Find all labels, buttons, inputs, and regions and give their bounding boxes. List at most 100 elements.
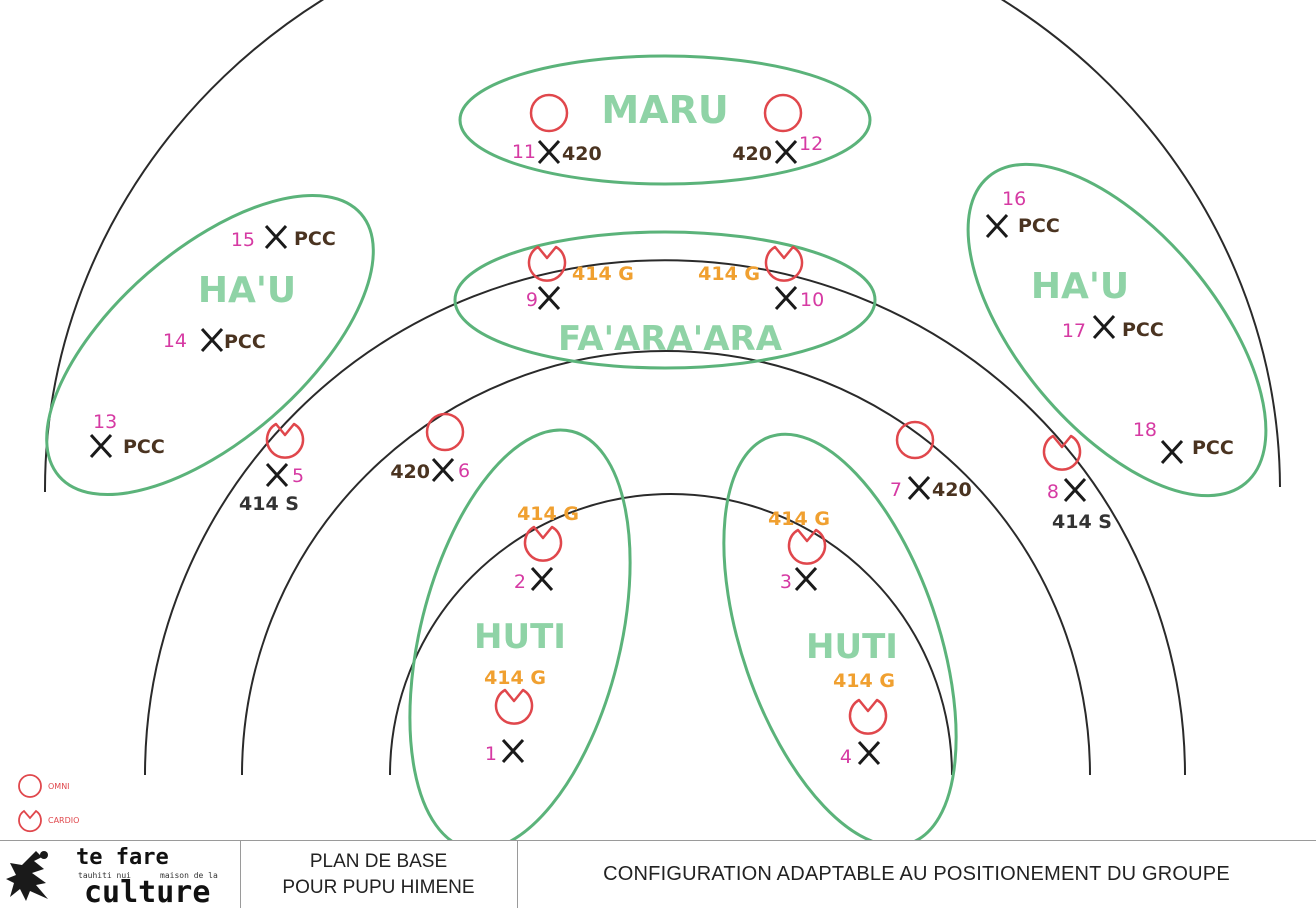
position-8-number: 8 <box>1047 481 1059 503</box>
logo-text-tauhiti: tauhiti nui <box>78 871 131 880</box>
position-5-mic-x-stroke-b <box>265 462 289 488</box>
position-10-speaker-label: 414 G <box>698 263 760 285</box>
zone-label-faaraara: FA'ARA'ARA <box>558 319 783 359</box>
position-8-mic-x-stroke-b <box>1063 477 1087 503</box>
zone-label-huti-right: HUTI <box>806 627 898 667</box>
position-1-mic-x-stroke-b <box>501 738 525 764</box>
position-13-mic-x <box>89 433 113 459</box>
position-2-number: 2 <box>514 571 526 593</box>
position-8-mic-x <box>1063 477 1087 503</box>
zone-label-hau-left: HA'U <box>198 270 296 311</box>
plan-title-line1: PLAN DE BASE <box>309 850 448 872</box>
legend-cardio-icon <box>18 809 42 833</box>
stage-arc-1 <box>43 0 1281 493</box>
stage-arc-4 <box>389 493 953 776</box>
zone-outline-maru <box>458 54 872 186</box>
position-1-mic-x <box>501 738 525 764</box>
position-15-mic-x-stroke-b <box>264 224 288 250</box>
position-18-mic-label: PCC <box>1192 437 1234 459</box>
position-2-mic-x-stroke-b <box>530 566 554 592</box>
logo-text-culture: culture <box>84 875 211 910</box>
position-4-speaker-label: 414 G <box>833 670 895 692</box>
zone-outline-huti-right <box>722 432 958 848</box>
position-5-mic-label: 414 S <box>239 493 299 515</box>
position-17-number: 17 <box>1062 320 1086 342</box>
position-13-mic-label: PCC <box>123 436 165 458</box>
position-16-mic-label: PCC <box>1018 215 1060 237</box>
logo: te fare tauhiti nui maison de la culture <box>0 841 241 910</box>
plan-title: PLAN DE BASE POUR PUPU HIMENE <box>240 841 518 908</box>
position-4-mic-x <box>857 740 881 766</box>
position-15-mic-x <box>264 224 288 250</box>
position-8-cardio-symbol <box>1042 434 1082 471</box>
position-2-mic-x <box>530 566 554 592</box>
position-6-mic-label: 420 <box>390 461 430 483</box>
position-12-mic-label: 420 <box>732 143 772 165</box>
position-12-mic-x <box>774 139 798 165</box>
zone-label-hau-right: HA'U <box>1031 266 1129 307</box>
zone-outline-faaraara <box>453 230 877 370</box>
position-7-mic-x-stroke-b <box>907 475 931 501</box>
legend-label-omni: OMNI <box>48 782 70 791</box>
position-1-cardio-symbol <box>494 688 534 725</box>
position-5-mic-x <box>265 462 289 488</box>
position-9-mic-x <box>537 285 561 311</box>
position-3-mic-x <box>794 566 818 592</box>
position-6-mic-x <box>431 457 455 483</box>
position-13-mic-x-stroke-b <box>89 433 113 459</box>
position-9-mic-x-stroke-b <box>537 285 561 311</box>
position-14-mic-label: PCC <box>224 331 266 353</box>
logo-text-maison: maison de la <box>160 871 218 880</box>
position-17-mic-label: PCC <box>1122 319 1164 341</box>
zone-outline-hau-left <box>45 193 375 497</box>
position-3-number: 3 <box>780 571 792 593</box>
position-10-mic-x-stroke-b <box>774 285 798 311</box>
position-16-mic-x <box>985 213 1009 239</box>
legend-label-cardio: CARDIO <box>48 816 79 825</box>
position-6-number: 6 <box>458 460 470 482</box>
position-4-number: 4 <box>840 746 852 768</box>
config-note: CONFIGURATION ADAPTABLE AU POSITIONEMENT… <box>603 863 1230 885</box>
stage-arc-3 <box>241 350 1091 776</box>
position-11-mic-label: 420 <box>562 143 602 165</box>
position-11-mic-x-stroke-b <box>537 139 561 165</box>
position-3-speaker-label: 414 G <box>768 508 830 530</box>
position-18-mic-x-stroke-b <box>1160 439 1184 465</box>
position-17-mic-x <box>1092 314 1116 340</box>
position-12-omni-symbol <box>763 93 803 133</box>
position-18-mic-x <box>1160 439 1184 465</box>
position-11-number: 11 <box>512 141 536 163</box>
logo-text-te-fare: te fare <box>76 845 169 870</box>
position-6-mic-x-stroke-b <box>431 457 455 483</box>
position-8-mic-label: 414 S <box>1052 511 1112 533</box>
position-7-mic-label: 420 <box>932 479 972 501</box>
position-3-cardio-symbol <box>787 528 827 565</box>
position-10-mic-x <box>774 285 798 311</box>
position-4-cardio-symbol <box>848 698 888 735</box>
position-16-mic-x-stroke-b <box>985 213 1009 239</box>
position-7-omni-symbol <box>895 420 935 460</box>
position-15-number: 15 <box>231 229 255 251</box>
arc-group <box>43 0 1281 776</box>
position-18-number: 18 <box>1133 419 1157 441</box>
position-12-mic-x-stroke-b <box>774 139 798 165</box>
dancer-logo-icon <box>6 851 48 901</box>
position-12-number: 12 <box>799 133 823 155</box>
position-10-number: 10 <box>800 289 824 311</box>
position-11-omni-symbol <box>529 93 569 133</box>
position-5-number: 5 <box>292 465 304 487</box>
legend-omni-icon <box>18 774 42 798</box>
position-9-speaker-label: 414 G <box>572 263 634 285</box>
zone-label-huti-left: HUTI <box>474 617 566 657</box>
position-4-mic-x-stroke-b <box>857 740 881 766</box>
position-1-speaker-label: 414 G <box>484 667 546 689</box>
position-3-mic-x-stroke-b <box>794 566 818 592</box>
position-9-cardio-symbol <box>527 245 567 282</box>
stage-arc-2 <box>144 259 1186 776</box>
position-10-cardio-symbol <box>764 245 804 282</box>
plan-title-line2: POUR PUPU HIMENE <box>282 876 475 898</box>
position-2-cardio-symbol <box>523 525 563 562</box>
